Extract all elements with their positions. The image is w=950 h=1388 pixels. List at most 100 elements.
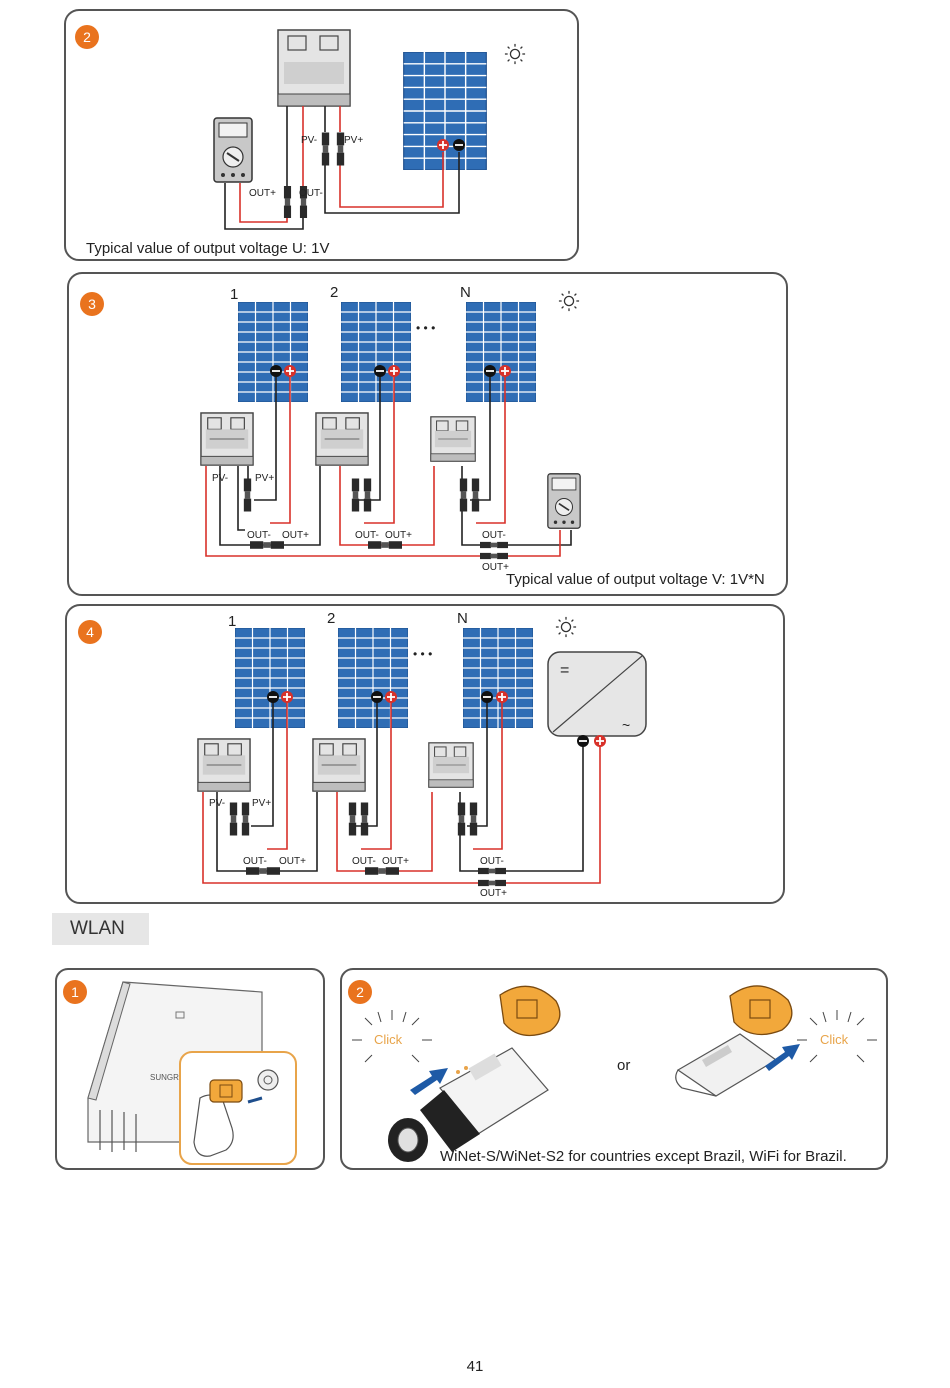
connector [368, 541, 402, 549]
antenna-module-icon [499, 985, 561, 1037]
step-3-panel: 3 1 2 N • • • [67, 272, 788, 596]
negative-terminal-icon [373, 364, 387, 378]
pv-plus-label: PV+ [252, 798, 271, 809]
click-label-right: Click [820, 1032, 849, 1047]
ellipsis: • • • [416, 321, 435, 335]
panel-label-n: N [457, 610, 468, 627]
solar-panel-n [463, 628, 533, 728]
optimizer-2 [312, 738, 366, 792]
optimizer-n [428, 742, 474, 788]
negative-terminal-icon [480, 690, 494, 704]
positive-terminal-icon [283, 364, 297, 378]
negative-terminal-icon [266, 690, 280, 704]
out-minus-label: OUT- [480, 856, 504, 867]
page-number: 41 [466, 1358, 484, 1375]
arrow-icon [410, 1068, 448, 1095]
step-4-badge: 4 [78, 620, 102, 644]
connector [480, 552, 508, 560]
connector [241, 802, 250, 836]
out-plus-label: OUT+ [382, 856, 409, 867]
solar-panel [403, 52, 487, 170]
wlan-step-1-panel: 1 SUNGROW [55, 968, 325, 1170]
connector [246, 867, 280, 875]
inverter-device: = ~ [547, 651, 647, 737]
wlan-step-2-panel: 2 Click or [340, 968, 888, 1170]
out-plus-label: OUT+ [279, 856, 306, 867]
positive-terminal-icon [593, 734, 607, 748]
click-label-left: Click [374, 1032, 403, 1047]
connector [469, 802, 478, 836]
click-burst-left [352, 1010, 432, 1063]
optimizer-n [430, 416, 476, 462]
svg-text:2: 2 [356, 984, 364, 1000]
positive-terminal-icon [436, 138, 450, 152]
click-burst-right [797, 1010, 877, 1063]
positive-terminal-icon [387, 364, 401, 378]
optimizer-device [277, 29, 351, 107]
step-4-panel: 4 1 2 N • • • = ~ [65, 604, 785, 904]
panel-label-n: N [460, 284, 471, 301]
dc-symbol: = [560, 662, 569, 679]
svg-text:SUNGROW: SUNGROW [150, 1073, 193, 1082]
wlan-section-label: WLAN [70, 918, 125, 939]
connector [459, 478, 468, 512]
negative-terminal-icon [269, 364, 283, 378]
connector [243, 478, 252, 512]
solar-panel-1 [238, 302, 308, 402]
out-minus-label: OUT- [243, 856, 267, 867]
solar-panel-n [466, 302, 536, 402]
panel-label-1: 1 [230, 286, 238, 303]
out-minus-label: OUT- [482, 530, 506, 541]
wlan-caption: WiNet-S/WiNet-S2 for countries except Br… [440, 1148, 847, 1165]
connector [478, 867, 506, 875]
connector [478, 879, 506, 887]
pv-minus-label: PV- [301, 135, 317, 146]
wifi-module-icon [209, 1079, 243, 1103]
out-plus-label: OUT+ [385, 530, 412, 541]
wlan-step-2-badge: 2 [348, 980, 372, 1004]
arrow-icon [247, 1096, 263, 1104]
pv-minus-connector [321, 132, 330, 166]
arrow-icon [765, 1044, 800, 1071]
panel-label-2: 2 [330, 284, 338, 301]
step-2-caption: Typical value of output voltage U: 1V [86, 240, 329, 257]
pv-minus-label: PV- [209, 798, 225, 809]
wlan-step-1-badge: 1 [63, 980, 87, 1004]
negative-terminal-icon [452, 138, 466, 152]
connector [363, 478, 372, 512]
out-plus-label: OUT+ [282, 530, 309, 541]
panel-label-2: 2 [327, 610, 335, 627]
svg-text:3: 3 [88, 296, 96, 312]
optimizer-1 [197, 738, 251, 792]
multimeter-icon [547, 472, 581, 530]
step-3-badge: 3 [80, 292, 104, 316]
step-2-panel: 2 PV- PV+ [64, 9, 579, 261]
out-plus-label: OUT+ [249, 188, 276, 199]
port-icon [257, 1069, 279, 1091]
ac-symbol: ~ [622, 717, 630, 733]
or-label: or [617, 1057, 630, 1074]
positive-terminal-icon [495, 690, 509, 704]
svg-text:1: 1 [71, 984, 79, 1000]
step-3-caption: Typical value of output voltage V: 1V*N [506, 571, 765, 588]
positive-terminal-icon [384, 690, 398, 704]
out-plus-label: OUT+ [480, 888, 507, 899]
connector [250, 541, 284, 549]
connector [360, 802, 369, 836]
solar-panel-2 [341, 302, 411, 402]
negative-terminal-icon [370, 690, 384, 704]
out-minus-label: OUT- [352, 856, 376, 867]
pv-plus-label: PV+ [255, 473, 274, 484]
panel-label-1: 1 [228, 613, 236, 630]
pv-plus-label: PV+ [344, 135, 363, 146]
optimizer-1 [200, 412, 254, 466]
ellipsis: • • • [413, 647, 432, 661]
multimeter-icon [213, 117, 253, 183]
connector [351, 478, 360, 512]
optimizer-2 [315, 412, 369, 466]
svg-text:2: 2 [83, 29, 91, 45]
solar-panel-2 [338, 628, 408, 728]
wlan-section-tab: WLAN [52, 913, 149, 945]
out-plus-label: OUT+ [482, 562, 509, 573]
connector [457, 802, 466, 836]
